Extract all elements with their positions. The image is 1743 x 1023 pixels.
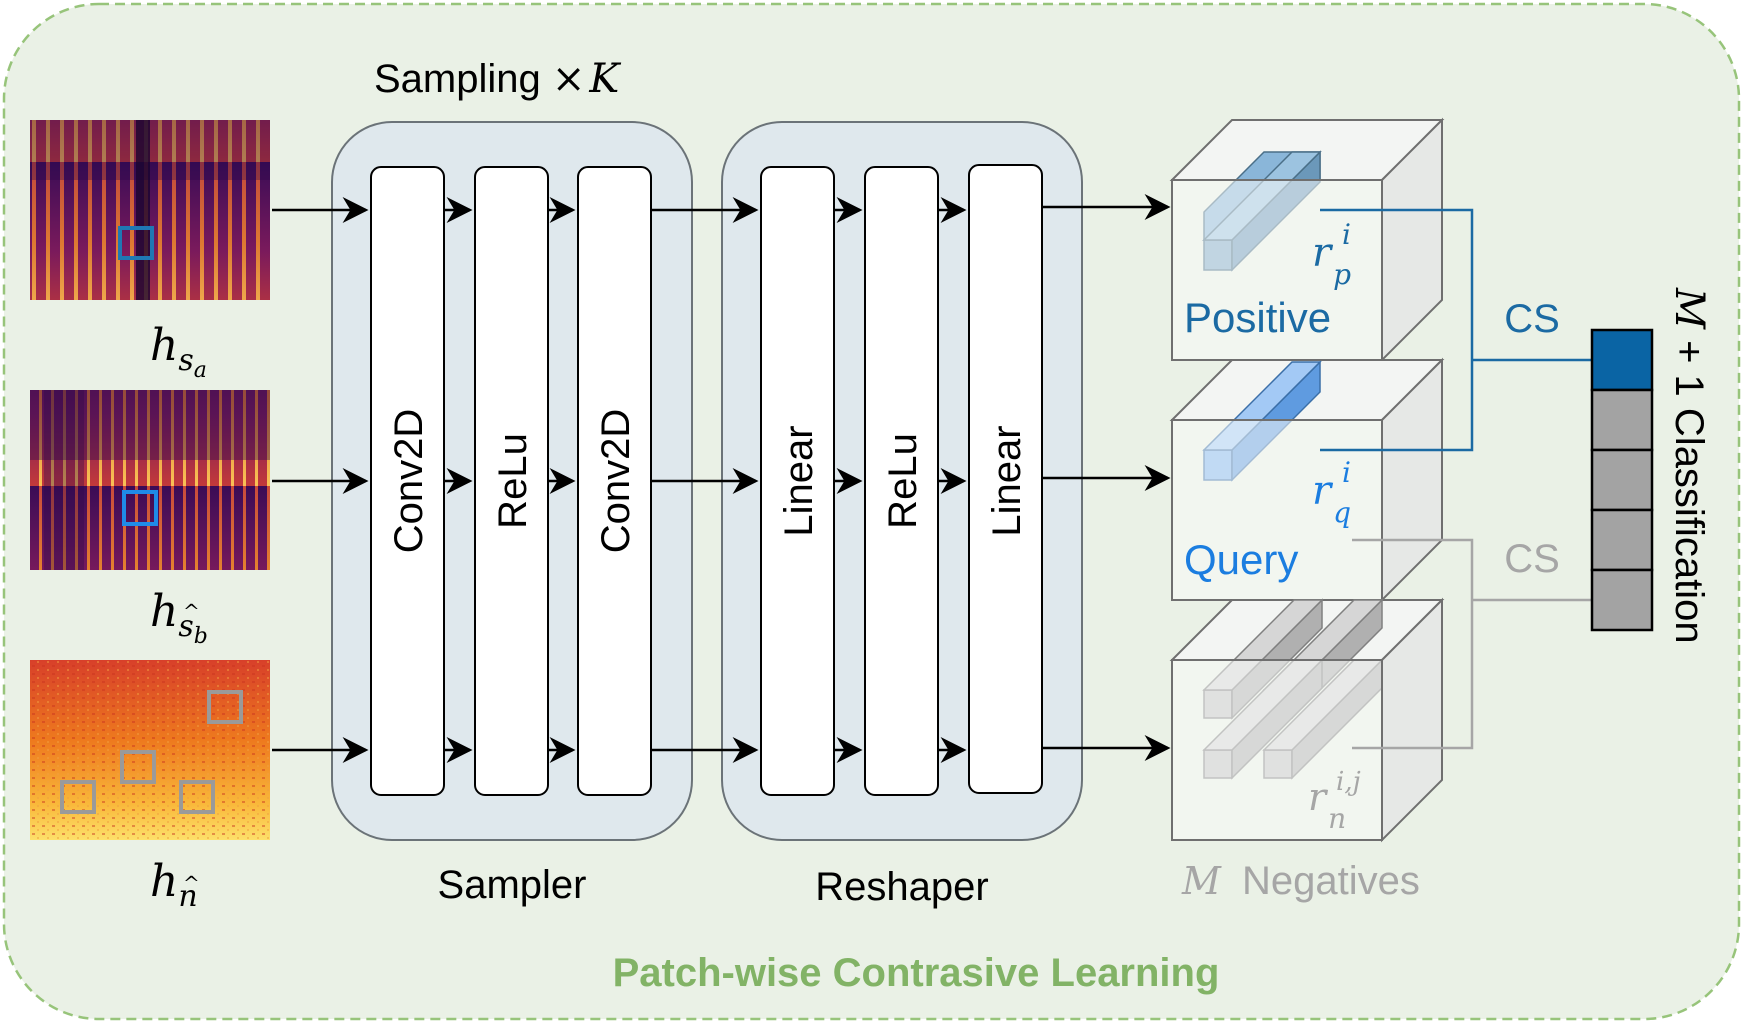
sampler-label: Sampler (438, 863, 587, 907)
patch-box (207, 690, 243, 724)
query-label: Query (1184, 536, 1298, 583)
reshaper-label: Reshaper (815, 865, 988, 909)
classification-vector (1590, 328, 1654, 632)
patch-box (120, 750, 156, 784)
layer-label: Conv2D (594, 409, 638, 554)
layer-label: Conv2D (387, 409, 431, 554)
sampling-label: Sampling ×K (374, 56, 621, 102)
patch-box (122, 490, 158, 526)
cs-label-negative: CS (1504, 537, 1560, 581)
spectrogram-negative (30, 660, 270, 840)
positive-cube (1169, 117, 1445, 363)
hat-accent: ^ (183, 871, 200, 895)
layer-label: Linear (985, 425, 1029, 536)
negative-vector-label: rn (1308, 775, 1346, 835)
classification-label: M + 1 Classification (1666, 287, 1712, 644)
cs-connectors (1320, 208, 1592, 750)
flow-arrows (272, 194, 1171, 763)
negatives-cube (1169, 597, 1445, 843)
input-label-anchor: hsa (150, 320, 207, 383)
negatives-m: M (1181, 859, 1222, 903)
layer-label: ReLu (881, 433, 925, 529)
negative-vector-sup: i,j (1336, 767, 1361, 797)
hat-accent: ^ (183, 599, 200, 623)
cs-label-positive: CS (1504, 297, 1560, 341)
input-label-negative: hn (150, 856, 198, 914)
positive-vector-sup: i (1342, 218, 1351, 251)
patch-box (179, 780, 215, 814)
patch-box (118, 226, 154, 260)
spectrogram-anchor (30, 120, 270, 300)
negatives-caption: Negatives (1242, 859, 1420, 903)
query-vector-label: rq (1312, 468, 1351, 529)
patch-box (60, 780, 96, 814)
diagram-title: Patch-wise Contrasive Learning (613, 951, 1220, 995)
positive-label: Positive (1184, 294, 1331, 341)
input-label-query: hsb (150, 586, 208, 649)
positive-vector-label: rp (1312, 230, 1351, 291)
spectrogram-query (30, 390, 270, 570)
layer-label: Linear (777, 425, 821, 536)
query-vector-sup: i (1342, 456, 1351, 489)
layer-label: ReLu (491, 433, 535, 529)
